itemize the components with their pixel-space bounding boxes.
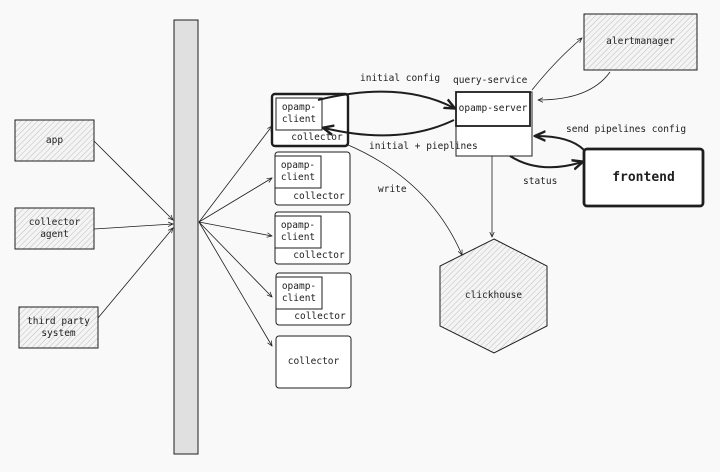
app-box: [14, 119, 95, 162]
clickhouse-label: clickhouse: [464, 290, 523, 301]
collector-3-label: collector: [293, 250, 345, 261]
collector-2-label: collector: [293, 191, 345, 202]
app-label: app: [45, 134, 64, 146]
agent-to-bus-arrow: [93, 224, 173, 230]
query-service-title: query-service: [453, 75, 528, 86]
status-arrow: [509, 155, 582, 167]
bus-to-collector-3-arrow: [198, 221, 272, 236]
central-bus-bar: [173, 19, 199, 455]
opamp-client-4-box: [275, 276, 323, 310]
collector-1-label: collector: [291, 132, 343, 143]
opamp-client-3-label: opamp- client: [280, 220, 316, 243]
opamp-client-3-box: [274, 215, 322, 249]
opamp-server-label: opamp-server: [458, 103, 528, 114]
third-party-system-label: third party system: [27, 315, 90, 339]
send-pipelines-config-label: send pipelines config: [566, 124, 687, 135]
initial-config-label: initial config: [360, 73, 441, 84]
opamp-client-2-box: [274, 155, 322, 189]
app-to-bus-arrow: [93, 140, 173, 220]
collector-agent-box: [14, 207, 95, 250]
from-alertmanager-arrow: [538, 71, 611, 100]
bus-to-collector-2-arrow: [198, 178, 272, 223]
clickhouse-hexagon: [439, 238, 548, 354]
thirdparty-to-bus-arrow: [97, 228, 173, 319]
write-arrow: [345, 143, 462, 255]
bus-to-collector-4-arrow: [198, 221, 272, 297]
collector-5-label: collector: [287, 356, 340, 367]
initial-pipelines-arrow: [324, 119, 455, 137]
status-label: status: [523, 176, 558, 187]
opamp-client-1-box: [275, 97, 323, 131]
to-alertmanager-arrow: [531, 38, 582, 91]
opamp-client-1-label: opamp- client: [281, 102, 317, 125]
opamp-client-2-label: opamp- client: [280, 160, 316, 183]
bus-to-collector-5-arrow: [198, 221, 272, 346]
opamp-client-4-label: opamp- client: [281, 281, 317, 304]
send-pipelines-config-arrow: [536, 136, 585, 151]
frontend-label: frontend: [612, 169, 675, 185]
initial-pipelines-label: initial + pieplines: [369, 141, 478, 152]
bus-to-collector-1-arrow: [198, 126, 272, 223]
collector-agent-label: collector agent: [28, 216, 81, 240]
write-label: write: [378, 184, 407, 195]
opamp-server-box: [455, 91, 531, 127]
frontend-box: [582, 147, 705, 208]
alertmanager-label: alertmanager: [606, 36, 675, 47]
third-party-system-box: [18, 306, 99, 349]
collector-4-label: collector: [294, 311, 346, 322]
initial-config-arrow: [317, 90, 454, 108]
collector-5-box: [275, 335, 352, 389]
alertmanager-box: [583, 13, 698, 71]
